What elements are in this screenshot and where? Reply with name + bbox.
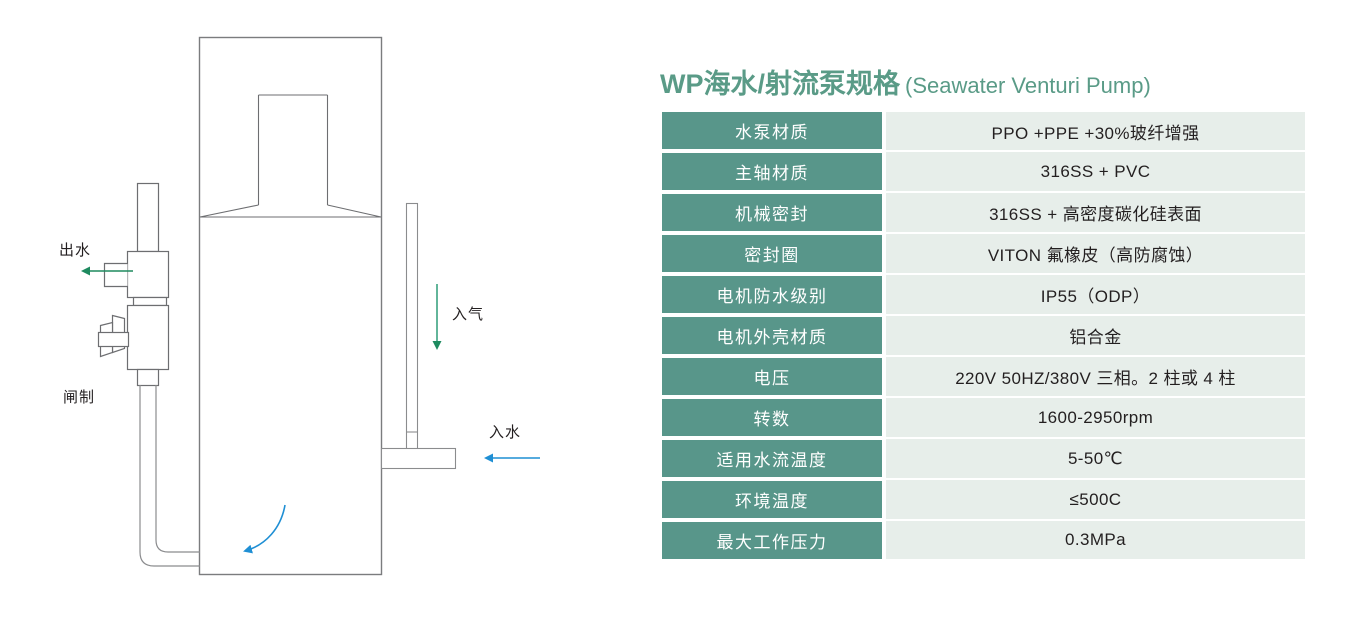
spec-value: 铝合金 (886, 315, 1307, 356)
spec-value: 220V 50HZ/380V 三相。2 柱或 4 柱 (886, 356, 1307, 397)
spec-label: 电压 (658, 356, 886, 397)
spec-label: 水泵材质 (658, 110, 886, 151)
table-row: 水泵材质 PPO +PPE +30%玻纤增强 (658, 110, 1307, 151)
specifications-table: 水泵材质 PPO +PPE +30%玻纤增强 主轴材质 316SS + PVC … (658, 110, 1307, 561)
spec-value: PPO +PPE +30%玻纤增强 (886, 110, 1307, 151)
table-row: 电机防水级别 IP55（ODP） (658, 274, 1307, 315)
table-row: 最大工作压力 0.3MPa (658, 520, 1307, 561)
pump-assembly (97, 182, 170, 387)
specifications-table-body: 水泵材质 PPO +PPE +30%玻纤增强 主轴材质 316SS + PVC … (658, 110, 1307, 561)
water-inlet-pipe (380, 447, 457, 470)
label-water-inlet: 入水 (489, 424, 522, 441)
spec-value: ≤500C (886, 479, 1307, 520)
internal-flow-arrow (243, 504, 286, 554)
spec-label: 密封圈 (658, 233, 886, 274)
spec-value: 316SS + 高密度碳化硅表面 (886, 192, 1307, 233)
table-row: 适用水流温度 5-50℃ (658, 438, 1307, 479)
label-water-outlet: 出水 (59, 242, 92, 259)
spec-value: VITON 氟橡皮（高防腐蚀） (886, 233, 1307, 274)
page-title-cn: WP海水/射流泵规格 (660, 69, 900, 99)
table-row: 电压 220V 50HZ/380V 三相。2 柱或 4 柱 (658, 356, 1307, 397)
page-title-en: (Seawater Venturi Pump) (905, 73, 1151, 98)
table-row: 转数 1600-2950rpm (658, 397, 1307, 438)
spec-label: 环境温度 (658, 479, 886, 520)
spec-label: 主轴材质 (658, 151, 886, 192)
spec-label: 转数 (658, 397, 886, 438)
table-row: 密封圈 VITON 氟橡皮（高防腐蚀） (658, 233, 1307, 274)
table-row: 主轴材质 316SS + PVC (658, 151, 1307, 192)
table-row: 电机外壳材质 铝合金 (658, 315, 1307, 356)
diagram-panel: 出水 闸制 入气 入水 (0, 0, 640, 626)
pump-schematic-svg (81, 36, 540, 576)
table-row: 机械密封 316SS + 高密度碳化硅表面 (658, 192, 1307, 233)
label-air-inlet: 入气 (452, 306, 485, 323)
spec-value: IP55（ODP） (886, 274, 1307, 315)
spec-panel: WP海水/射流泵规格(Seawater Venturi Pump) 水泵材质 P… (658, 0, 1308, 626)
spec-label: 机械密封 (658, 192, 886, 233)
suction-pipe (139, 385, 200, 567)
spec-value: 5-50℃ (886, 438, 1307, 479)
spec-label: 电机外壳材质 (658, 315, 886, 356)
spec-value: 316SS + PVC (886, 151, 1307, 192)
foam-mass (200, 62, 381, 556)
page-title: WP海水/射流泵规格(Seawater Venturi Pump) (660, 62, 1151, 101)
spec-label: 电机防水级别 (658, 274, 886, 315)
label-gate-control: 闸制 (63, 389, 96, 406)
air-inlet-pipe (405, 202, 419, 457)
spec-label: 最大工作压力 (658, 520, 886, 561)
spec-label: 适用水流温度 (658, 438, 886, 479)
foam-guide-lines (199, 94, 382, 218)
spec-value: 0.3MPa (886, 520, 1307, 561)
spec-value: 1600-2950rpm (886, 397, 1307, 438)
table-row: 环境温度 ≤500C (658, 479, 1307, 520)
